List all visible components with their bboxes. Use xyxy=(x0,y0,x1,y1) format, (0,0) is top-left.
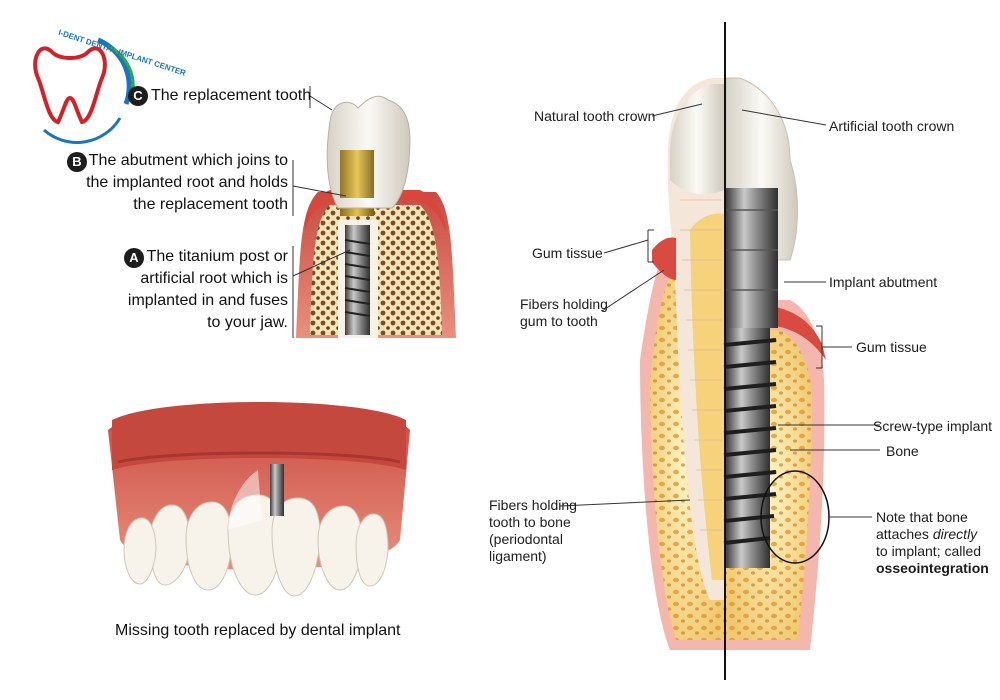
label-fibers-gum: Fibers holding gum to tooth xyxy=(520,296,608,330)
jaw-caption: Missing tooth replaced by dental implant xyxy=(115,622,401,639)
label-fibers-bone-line4: ligament) xyxy=(489,548,547,564)
label-abutment-line2: the implanted root and holds xyxy=(86,174,288,191)
note-line2: attaches directly xyxy=(876,526,989,543)
small-implant-diagram xyxy=(296,95,456,338)
label-artificial-tooth-crown: Artificial tooth crown xyxy=(829,118,955,134)
label-abutment-line3: the replacement tooth xyxy=(133,196,288,213)
label-screw-implant: Screw-type implant xyxy=(873,418,993,434)
label-replacement-tooth: The replacement tooth xyxy=(151,87,312,104)
label-titanium-line1: The titanium post or xyxy=(146,248,288,265)
label-gum-tissue-right: Gum tissue xyxy=(856,339,927,355)
label-abutment: The abutment which joins to the implante… xyxy=(86,150,288,216)
note-line3: to implant; called xyxy=(876,543,982,559)
note-directly: directly xyxy=(932,526,978,542)
label-implant-abutment: Implant abutment xyxy=(829,274,938,290)
note-osseointegration: osseointegration xyxy=(876,560,989,576)
label-titanium-post: The titanium post or artificial root whi… xyxy=(128,246,288,334)
label-fibers-bone-line1: Fibers holding xyxy=(489,497,577,513)
label-gum-tissue-left: Gum tissue xyxy=(532,245,603,261)
label-titanium-line4: to your jaw. xyxy=(207,314,288,331)
label-fibers-bone-line3: (periodontal xyxy=(489,531,563,547)
badge-a: A xyxy=(124,248,144,268)
comparison-diagram xyxy=(640,22,830,680)
label-fibers-bone: Fibers holding tooth to bone (periodonta… xyxy=(489,497,577,565)
left-leader-lines xyxy=(292,86,351,338)
label-fibers-gum-line2: gum to tooth xyxy=(520,313,598,329)
label-titanium-line2: artificial root which is xyxy=(140,270,288,287)
badge-c: C xyxy=(128,86,148,106)
label-fibers-gum-line1: Fibers holding xyxy=(520,296,608,312)
label-titanium-line3: implanted in and fuses xyxy=(127,292,288,309)
label-abutment-line1: The abutment which joins to xyxy=(88,152,288,169)
jaw-illustration xyxy=(108,402,410,597)
label-osseointegration-note: Note that bone attaches directly to impl… xyxy=(876,509,989,577)
label-natural-tooth-crown: Natural tooth crown xyxy=(534,108,656,124)
label-fibers-bone-line2: tooth to bone xyxy=(489,514,571,530)
label-bone: Bone xyxy=(886,443,919,459)
right-leader-lines xyxy=(559,103,880,518)
badge-b: B xyxy=(67,152,87,172)
note-line2a: attaches xyxy=(876,526,933,542)
note-line1: Note that bone xyxy=(876,509,968,525)
